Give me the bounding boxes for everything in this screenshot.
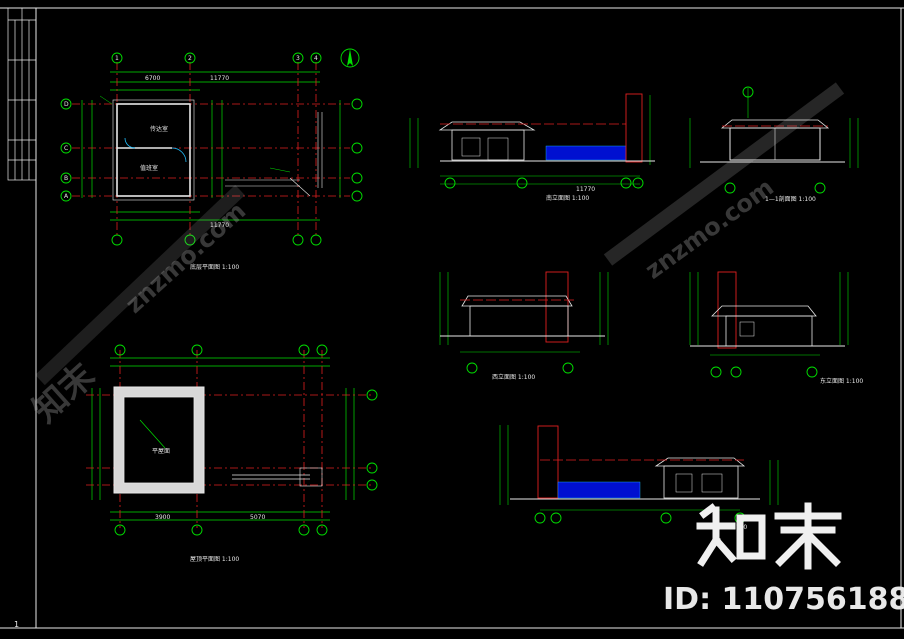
dimension-text: 11770 [576, 186, 596, 193]
axis-label: 4 [314, 55, 318, 62]
elevation-title: 西立面图 1:100 [492, 374, 536, 381]
south-elevation [409, 93, 655, 189]
axis-label: A [64, 193, 69, 200]
axis-label: B [64, 175, 69, 182]
axis-label: D [64, 101, 69, 108]
axis-label: 3 [296, 55, 300, 62]
watermark-id: ID: 1107561882 [663, 582, 904, 617]
room-label: 值班室 [140, 165, 159, 172]
sheet-number: 1 [14, 620, 20, 629]
left-binding-strip [7, 7, 37, 181]
dimension-text: 3900 [155, 514, 171, 521]
dimension-text: 11770 [210, 75, 230, 82]
elevation-title: 南立面图 1:100 [546, 195, 590, 202]
elevation-title: 1—1剖面图 1:100 [765, 196, 816, 203]
plan-title: 屋顶平面图 1:100 [190, 556, 240, 563]
axis-label: C [64, 145, 69, 152]
west-elevation [439, 271, 609, 374]
elevation-title: 东立面图 1:100 [820, 378, 864, 385]
dimension-text: 6700 [145, 75, 161, 82]
north-arrow-icon [340, 48, 360, 68]
brand-logo [696, 502, 842, 570]
dimension-text: 5070 [250, 514, 266, 521]
axis-label: 1 [115, 55, 119, 62]
section-1-1 [689, 86, 859, 194]
roof-plan [86, 344, 378, 536]
axis-label: 2 [188, 55, 192, 62]
roof-label: 平屋面 [152, 448, 171, 455]
dimension-text: 11770 [210, 222, 230, 229]
room-label: 传达室 [150, 126, 169, 133]
east-elevation [689, 271, 849, 378]
ground-floor-plan [60, 48, 363, 246]
plan-title: 底层平面图 1:100 [190, 264, 240, 271]
